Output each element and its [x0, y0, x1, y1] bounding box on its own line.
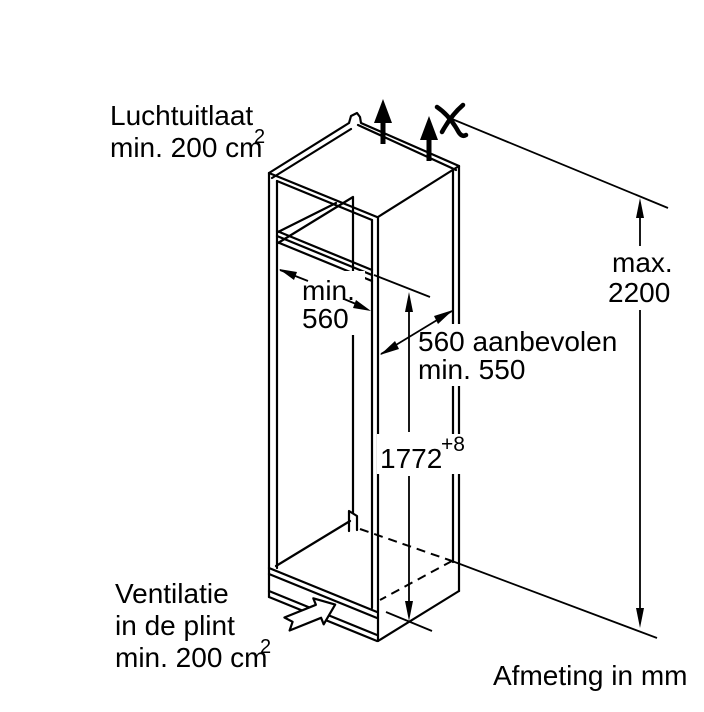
niche-height-tolerance: +8: [441, 433, 465, 456]
dimension-max-height: max. 2200: [608, 198, 673, 628]
extension-lines: [373, 118, 669, 639]
arrowhead-downleft-icon: [380, 341, 399, 355]
plinth-vent-line2: in de plint: [115, 610, 235, 641]
plinth-vent-superscript: 2: [260, 636, 271, 658]
airflow-up-arrow-icon: [374, 99, 392, 123]
arrowhead-upleft-icon: [279, 269, 297, 280]
x-mark-icon: [434, 102, 469, 139]
plinth-vent-label: Ventilatie in de plint min. 200 cm 2: [115, 578, 271, 673]
dimension-niche-height: 1772 +8: [380, 292, 465, 621]
depth-label-1: 560 aanbevolen: [418, 326, 617, 357]
max-height-label-1: max.: [612, 247, 673, 278]
niche-height-value: 1772: [380, 443, 442, 474]
cabinet-vertical-edges: [267, 164, 461, 643]
arrowhead-up-icon: [405, 292, 413, 312]
max-height-label-2: 2200: [608, 277, 670, 308]
depth-label-halo: [414, 324, 622, 386]
x-mark-stroke: [434, 104, 469, 139]
dimension-niche-width: min. 560: [279, 269, 371, 334]
floor-bracket: [347, 509, 359, 533]
arrowhead-up-icon: [636, 198, 644, 218]
airflow-up-arrow-icon: [420, 116, 438, 140]
niche-height-halo: [377, 434, 469, 474]
dimension-depth: 560 aanbevolen min. 550: [380, 310, 617, 385]
arrowhead-downright-icon: [353, 300, 371, 311]
cabinet-top-face: [267, 111, 461, 222]
niche-width-label-1: min.: [302, 275, 355, 306]
hidden-bottom-edges: [359, 528, 453, 601]
arrowhead-down-icon: [636, 608, 644, 628]
air-outlet-superscript: 2: [254, 126, 265, 148]
air-outlet-arrows: [374, 99, 438, 161]
plinth-vent-line1: Ventilatie: [115, 578, 229, 609]
arrowhead-down-icon: [405, 601, 413, 621]
arrowhead-upright-icon: [434, 310, 453, 324]
depth-label-2: min. 550: [418, 354, 525, 385]
air-outlet-line2: min. 200 cm: [110, 132, 263, 163]
niche-width-label-2: 560: [302, 303, 349, 334]
air-outlet-label: Luchtuitlaat min. 200 cm 2: [110, 100, 265, 163]
plinth-vent-line3: min. 200 cm: [115, 642, 268, 673]
interior-lines: [274, 195, 355, 568]
plinth-airflow-arrow-icon: [283, 597, 337, 632]
units-note: Afmeting in mm: [493, 660, 688, 691]
air-outlet-line1: Luchtuitlaat: [110, 100, 253, 131]
x-mark-stroke: [439, 102, 466, 135]
